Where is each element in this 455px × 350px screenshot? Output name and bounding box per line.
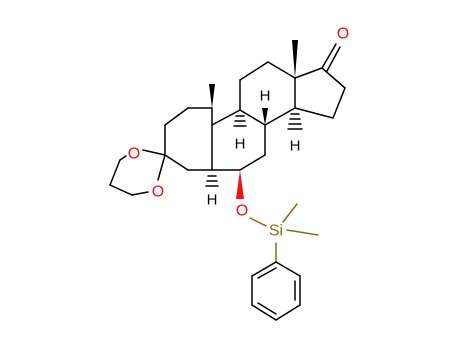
ketone-oxygen-label: O — [337, 26, 349, 43]
h-c5-label: H — [207, 192, 218, 209]
silicon-label: Si — [269, 223, 283, 240]
o-si-bond — [249, 217, 267, 227]
dioxolane-ketal: O O — [109, 146, 166, 201]
ring-b — [211, 109, 266, 171]
ketone-group: O — [321, 26, 349, 72]
dioxolane-oxygen-top-label: O — [128, 146, 140, 163]
ring-d — [294, 67, 346, 119]
stereo-hydrogens: H H H H — [205, 88, 303, 209]
c13-methyl-wedge — [292, 40, 298, 78]
dioxolane-oxygen-bottom-label: O — [152, 184, 164, 201]
ring-a — [164, 107, 213, 171]
c9-hash-bond — [233, 115, 247, 127]
c6-oxygen-wedge — [236, 170, 244, 199]
c14-hash-bond — [287, 113, 303, 130]
h-c14-label: H — [290, 138, 301, 155]
h-c8-label: H — [260, 88, 271, 105]
phenyl-ring — [251, 261, 301, 321]
c10-methyl-wedge — [209, 84, 215, 108]
c8-wedge — [262, 108, 268, 125]
angular-methyls — [209, 40, 298, 108]
ring-c — [239, 61, 296, 126]
h-c9-label: H — [235, 136, 246, 153]
ether-oxygen-label: O — [236, 203, 248, 220]
c5-hash-bond — [205, 175, 219, 187]
silicon-methyls — [282, 203, 319, 236]
